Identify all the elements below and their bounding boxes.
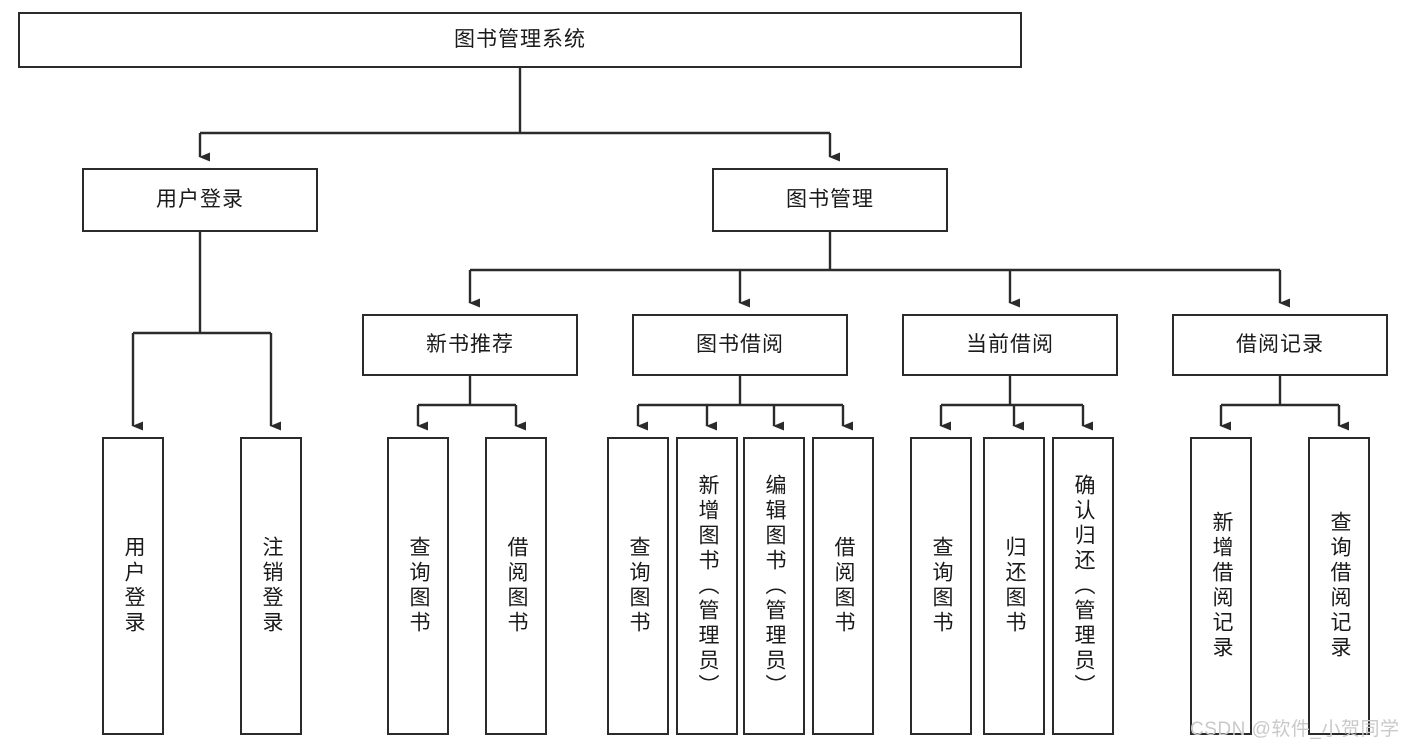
- leaf-label: 确认归还（管理员）: [1072, 473, 1096, 699]
- node-borrow-record: 借阅记录: [1172, 314, 1388, 376]
- leaf-label: 查询图书: [930, 536, 954, 636]
- node-new-book-recommend: 新书推荐: [362, 314, 578, 376]
- leaf-label: 归还图书: [1003, 536, 1027, 636]
- leaf-user-login: 用户登录: [102, 437, 164, 735]
- node-user-login: 用户登录: [82, 168, 318, 232]
- leaf-query-book-3: 查询图书: [910, 437, 972, 735]
- leaf-add-book-admin: 新增图书（管理员）: [676, 437, 738, 735]
- leaf-label: 新增图书（管理员）: [696, 473, 720, 699]
- leaf-query-borrow-record: 查询借阅记录: [1308, 437, 1370, 735]
- node-current-borrow: 当前借阅: [902, 314, 1118, 376]
- leaf-edit-book-admin: 编辑图书（管理员）: [743, 437, 805, 735]
- leaf-confirm-return-admin: 确认归还（管理员）: [1052, 437, 1114, 735]
- node-book-management: 图书管理: [712, 168, 948, 232]
- csdn-watermark: CSDN @软件_小贺同学: [1190, 719, 1400, 740]
- leaf-label: 借阅图书: [505, 536, 529, 636]
- leaf-label: 借阅图书: [832, 536, 856, 636]
- leaf-borrow-book-2: 借阅图书: [812, 437, 874, 735]
- leaf-return-book: 归还图书: [983, 437, 1045, 735]
- leaf-label: 新增借阅记录: [1210, 511, 1234, 661]
- leaf-label: 编辑图书（管理员）: [763, 473, 787, 699]
- leaf-label: 查询图书: [407, 536, 431, 636]
- leaf-add-borrow-record: 新增借阅记录: [1190, 437, 1252, 735]
- leaf-label: 查询借阅记录: [1328, 511, 1352, 661]
- node-book-borrow: 图书借阅: [632, 314, 848, 376]
- leaf-query-book-2: 查询图书: [607, 437, 669, 735]
- leaf-user-logout: 注销登录: [240, 437, 302, 735]
- node-root-book-management-system: 图书管理系统: [18, 12, 1022, 68]
- leaf-label: 注销登录: [260, 536, 284, 636]
- leaf-label: 查询图书: [627, 536, 651, 636]
- leaf-label: 用户登录: [122, 536, 146, 636]
- leaf-borrow-book-1: 借阅图书: [485, 437, 547, 735]
- leaf-query-book-1: 查询图书: [387, 437, 449, 735]
